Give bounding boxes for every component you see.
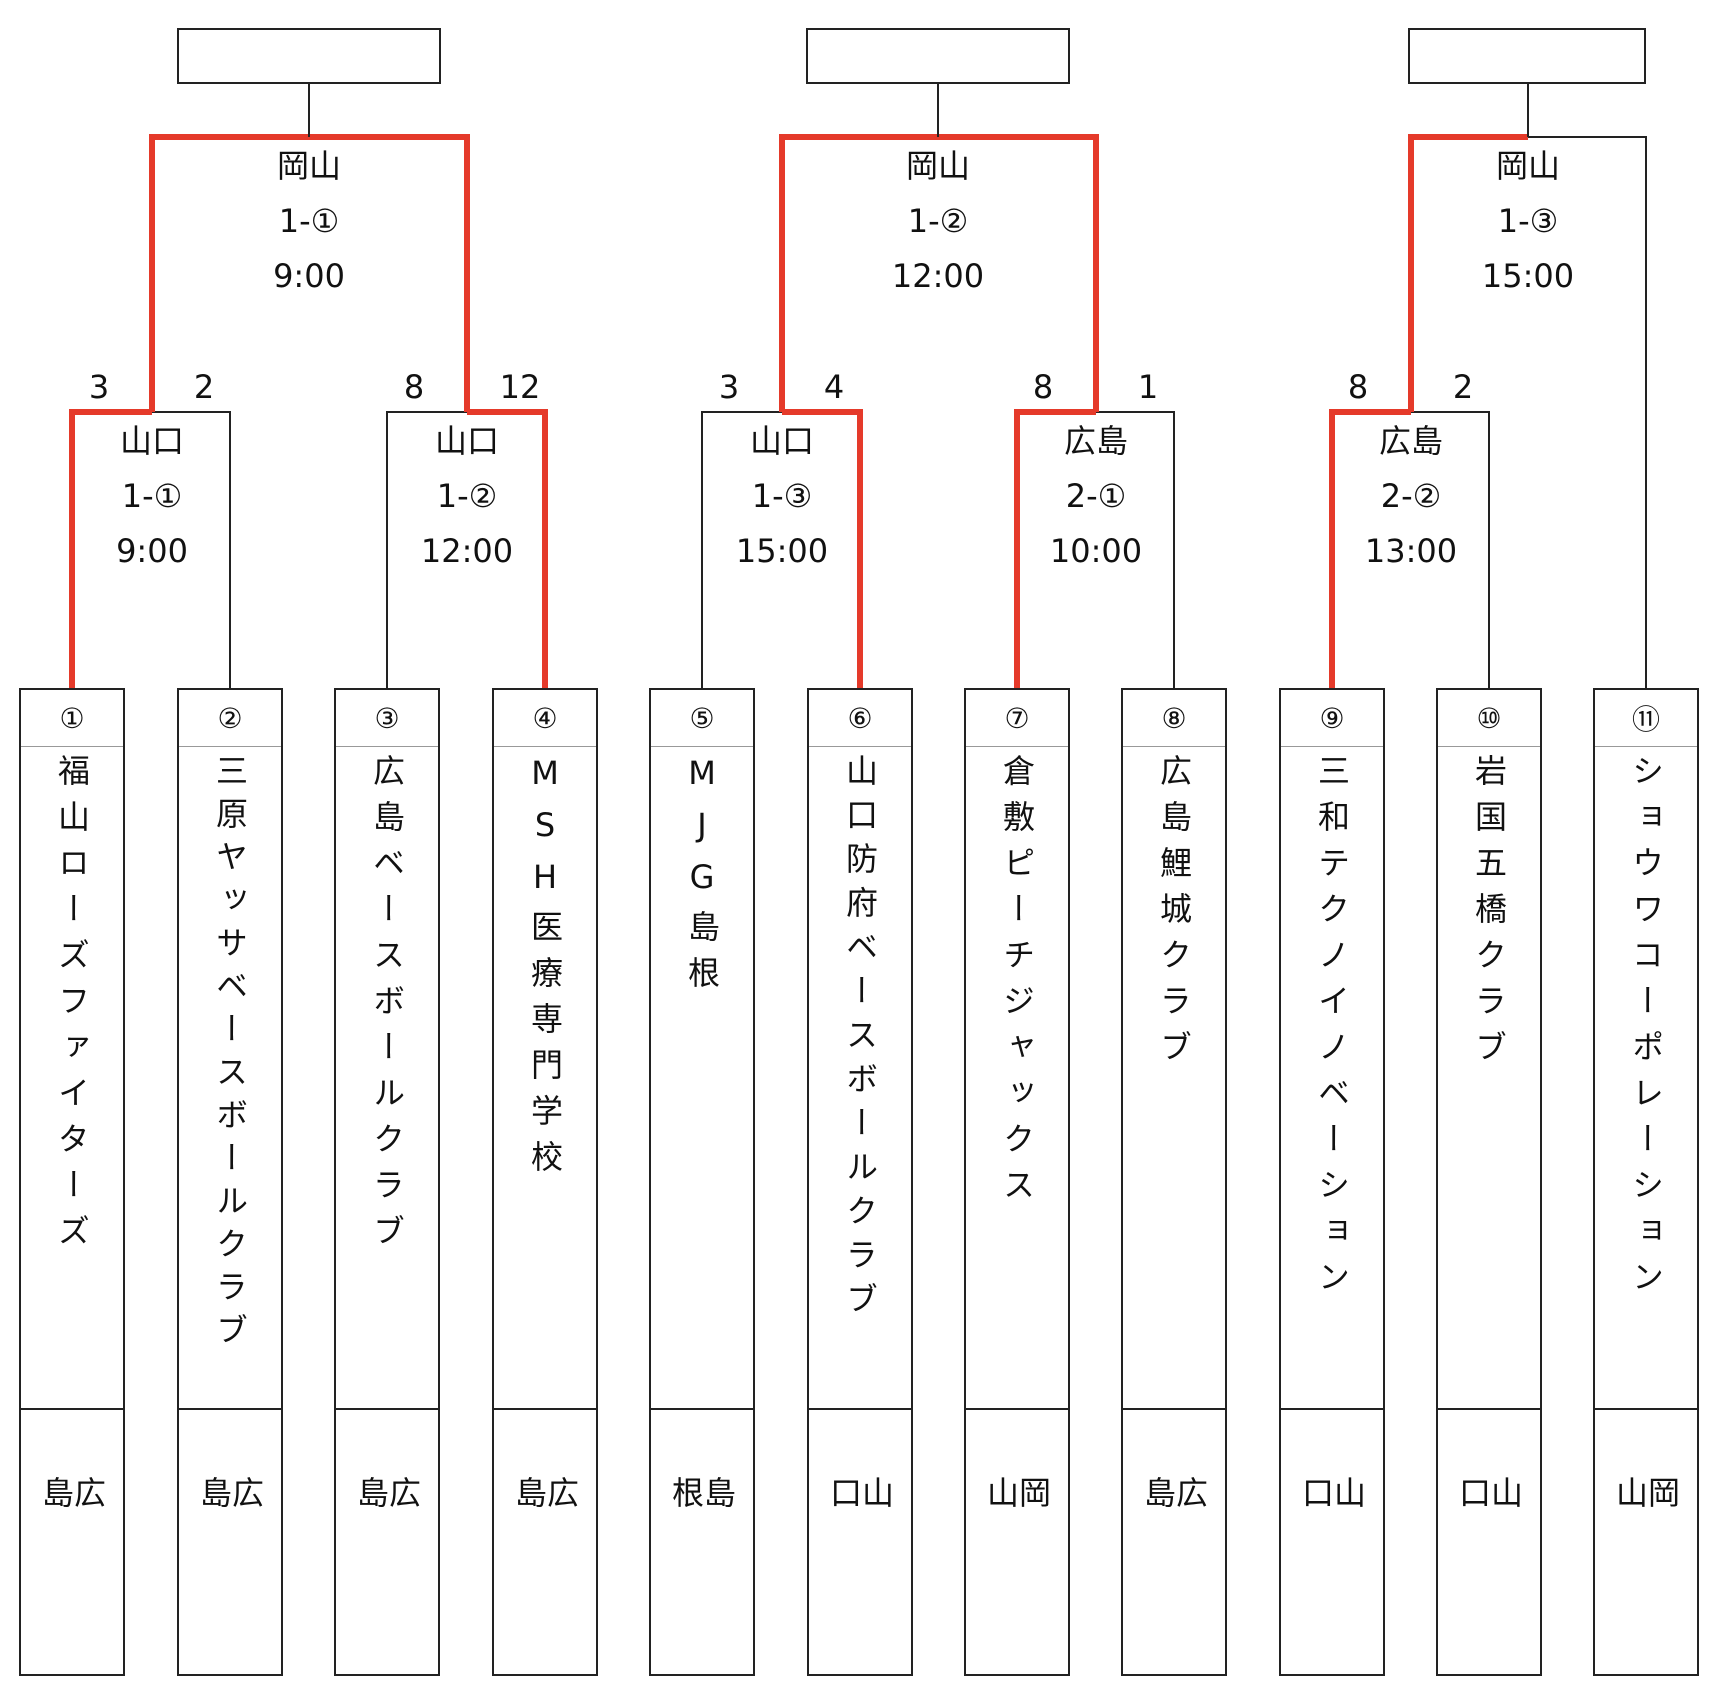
- team-seed: ⑩: [1438, 690, 1540, 747]
- team-box-9: ⑨ 三和テクノイノベーション 山口: [1279, 688, 1385, 1676]
- match-1-score-left: 3: [88, 368, 110, 406]
- match-2-time: 12:00: [420, 532, 514, 570]
- team-name: 広島ベースボールクラブ: [368, 754, 406, 1260]
- bracket-line: [1096, 411, 1175, 688]
- bracket-line: [779, 134, 938, 412]
- team-prefecture: 島根: [667, 1476, 737, 1580]
- team-box-1: ① 福山ローズファイターズ 広島: [19, 688, 125, 1676]
- match-1-game: 1-①: [121, 477, 183, 515]
- team-prefecture: 山口: [825, 1476, 895, 1580]
- bracket-line: [1408, 134, 1528, 412]
- bracket-line: [152, 411, 231, 688]
- match-4-score-right: 1: [1137, 368, 1159, 406]
- team-prefecture: 広島: [195, 1476, 265, 1580]
- team-box-6: ⑥ 山口防府ベースボールクラブ 山口: [807, 688, 913, 1676]
- match-4-game: 2-①: [1065, 477, 1127, 515]
- team-name: 三原ヤッサベースボールクラブ: [211, 754, 249, 1356]
- bracket-line: [701, 411, 782, 688]
- match-1-venue: 山口: [119, 422, 185, 460]
- bracket-line: [309, 134, 470, 412]
- match-3-game: 1-③: [751, 477, 813, 515]
- team-name: 三和テクノイノベーション: [1313, 754, 1351, 1306]
- team-box-10: ⑩ 岩国五橋クラブ 山口: [1436, 688, 1542, 1676]
- team-name: 福山ローズファイターズ: [53, 754, 91, 1260]
- team-seed: ⑦: [966, 690, 1068, 747]
- bracket-line: [782, 409, 863, 688]
- bracket-line: [149, 134, 309, 412]
- match-5-score-left: 8: [1347, 368, 1369, 406]
- final-3-time: 15:00: [1481, 257, 1575, 295]
- match-1-score-right: 2: [193, 368, 215, 406]
- team-name: 広島鯉城クラブ: [1155, 754, 1193, 1076]
- team-name: MSH医療専門学校: [526, 754, 564, 1186]
- match-4-score-left: 8: [1032, 368, 1054, 406]
- match-5-game: 2-②: [1380, 477, 1442, 515]
- bracket-line: [1411, 411, 1490, 688]
- final-2-game: 1-②: [907, 202, 969, 240]
- team-prefecture: 広島: [1139, 1476, 1209, 1580]
- team-name: ショウワコーポレーション: [1627, 754, 1665, 1306]
- match-3-venue: 山口: [749, 422, 815, 460]
- match-4-time: 10:00: [1049, 532, 1143, 570]
- team-box-5: ⑤ MJG島根 島根: [649, 688, 755, 1676]
- match-4-venue: 広島: [1063, 422, 1129, 460]
- team-name: 倉敷ピーチジャックス: [998, 754, 1036, 1214]
- final-1-time: 9:00: [273, 257, 345, 295]
- team-prefecture: 山口: [1297, 1476, 1367, 1580]
- final-3-venue: 岡山: [1495, 147, 1561, 185]
- final-1-venue: 岡山: [276, 147, 342, 185]
- final-1-game: 1-①: [278, 202, 340, 240]
- bracket-line: [1329, 409, 1411, 688]
- match-2-score-right: 12: [499, 368, 541, 406]
- match-3-score-left: 3: [718, 368, 740, 406]
- team-box-2: ② 三原ヤッサベースボールクラブ 広島: [177, 688, 283, 1676]
- team-seed: ⑤: [651, 690, 753, 747]
- team-box-11: ⑪ ショウワコーポレーション 岡山: [1593, 688, 1699, 1676]
- team-prefecture: 広島: [510, 1476, 580, 1580]
- final-2-time: 12:00: [891, 257, 985, 295]
- team-seed: ⑧: [1123, 690, 1225, 747]
- bracket-line: [1014, 409, 1096, 688]
- bracket-line: [386, 411, 467, 688]
- team-name: 岩国五橋クラブ: [1470, 754, 1508, 1076]
- team-box-8: ⑧ 広島鯉城クラブ 広島: [1121, 688, 1227, 1676]
- match-2-venue: 山口: [434, 422, 500, 460]
- team-name: MJG島根: [683, 754, 721, 1002]
- team-box-4: ④ MSH医療専門学校 広島: [492, 688, 598, 1676]
- team-name: 山口防府ベースボールクラブ: [841, 754, 879, 1326]
- team-box-7: ⑦ 倉敷ピーチジャックス 岡山: [964, 688, 1070, 1676]
- bracket-line: [938, 134, 1099, 412]
- team-seed: ③: [336, 690, 438, 747]
- bracket-line: [467, 409, 548, 688]
- match-3-time: 15:00: [735, 532, 829, 570]
- team-prefecture: 広島: [37, 1476, 107, 1580]
- team-prefecture: 広島: [352, 1476, 422, 1580]
- team-seed: ①: [21, 690, 123, 747]
- team-seed: ⑨: [1281, 690, 1383, 747]
- match-3-score-right: 4: [823, 368, 845, 406]
- final-winner-box-1: [177, 28, 441, 84]
- final-winner-box-2: [806, 28, 1070, 84]
- match-2-score-left: 8: [403, 368, 425, 406]
- team-prefecture: 山口: [1454, 1476, 1524, 1580]
- team-prefecture: 岡山: [982, 1476, 1052, 1580]
- final-winner-box-3: [1408, 28, 1646, 84]
- final-3-game: 1-③: [1497, 202, 1559, 240]
- match-5-time: 13:00: [1364, 532, 1458, 570]
- team-seed: ②: [179, 690, 281, 747]
- bracket-line: [69, 409, 152, 688]
- match-5-venue: 広島: [1378, 422, 1444, 460]
- match-5-score-right: 2: [1452, 368, 1474, 406]
- final-2-venue: 岡山: [905, 147, 971, 185]
- team-seed: ⑥: [809, 690, 911, 747]
- team-box-3: ③ 広島ベースボールクラブ 広島: [334, 688, 440, 1676]
- match-1-time: 9:00: [116, 532, 188, 570]
- bracket-line: [1528, 136, 1647, 688]
- team-seed: ④: [494, 690, 596, 747]
- match-2-game: 1-②: [436, 477, 498, 515]
- team-prefecture: 岡山: [1611, 1476, 1681, 1580]
- team-seed: ⑪: [1595, 690, 1697, 747]
